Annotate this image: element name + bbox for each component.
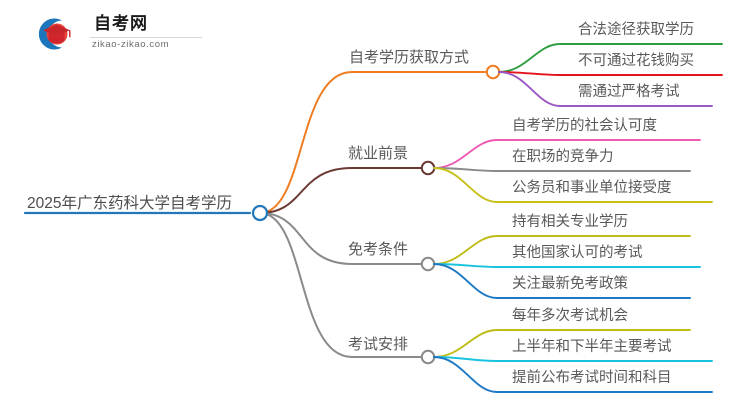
branch-label-2[interactable]: 免考条件 — [348, 241, 409, 258]
leaf-connector-3-2 — [433, 356, 713, 393]
root-node[interactable] — [251, 204, 269, 222]
logo-site-url: zikao-zikao.com — [92, 39, 170, 50]
leaf-connector-2-2 — [433, 263, 691, 299]
leaf-connector-0-1 — [498, 71, 723, 76]
leaf-label-1-0[interactable]: 自考学历的社会认可度 — [512, 118, 657, 134]
leaf-label-3-0[interactable]: 每年多次考试机会 — [512, 308, 628, 324]
leaf-label-2-1[interactable]: 其他国家认可的考试 — [512, 245, 643, 261]
branch-connector-1 — [259, 167, 423, 214]
leaf-connector-0-0 — [498, 43, 723, 73]
graduation-cap-logo-icon — [38, 18, 71, 50]
branch-node-2[interactable] — [420, 256, 436, 272]
leaf-label-0-0[interactable]: 合法途径获取学历 — [578, 22, 694, 38]
leaf-connector-1-1 — [433, 167, 691, 172]
leaf-connector-1-0 — [433, 139, 701, 169]
branch-connector-3 — [259, 212, 423, 358]
leaf-label-0-1[interactable]: 不可通过花钱购买 — [578, 53, 694, 69]
leaf-label-2-2[interactable]: 关注最新免考政策 — [512, 276, 628, 292]
branch-label-0[interactable]: 自考学历获取方式 — [349, 49, 470, 66]
branch-node-3[interactable] — [420, 349, 436, 365]
leaf-label-3-1[interactable]: 上半年和下半年主要考试 — [512, 339, 672, 355]
leaf-connector-3-0 — [433, 329, 691, 358]
branch-label-1[interactable]: 就业前景 — [348, 145, 409, 162]
leaf-connector-0-2 — [498, 71, 713, 107]
branch-connector-2 — [259, 212, 423, 265]
leaf-label-1-2[interactable]: 公务员和事业单位接受度 — [512, 180, 672, 196]
branch-connector-0 — [259, 71, 488, 214]
branch-node-0[interactable] — [485, 64, 501, 80]
branch-node-1[interactable] — [420, 160, 436, 176]
leaf-label-0-2[interactable]: 需通过严格考试 — [578, 84, 680, 100]
leaf-connector-3-1 — [433, 356, 713, 362]
leaf-connector-2-0 — [433, 235, 691, 265]
logo-site-name: 自考网 — [94, 14, 148, 33]
leaf-connector-2-1 — [433, 263, 701, 268]
leaf-label-3-2[interactable]: 提前公布考试时间和科目 — [512, 370, 672, 386]
leaf-label-2-0[interactable]: 持有相关专业学历 — [512, 214, 628, 230]
branch-label-3[interactable]: 考试安排 — [348, 336, 409, 353]
leaf-connector-1-2 — [433, 167, 713, 203]
root-node-label[interactable]: 2025年广东药科大学自考学历 — [27, 195, 232, 212]
logo-divider — [90, 37, 202, 38]
site-logo[interactable]: 自考网 zikao-zikao.com — [32, 12, 202, 58]
leaf-label-1-1[interactable]: 在职场的竞争力 — [512, 149, 614, 165]
